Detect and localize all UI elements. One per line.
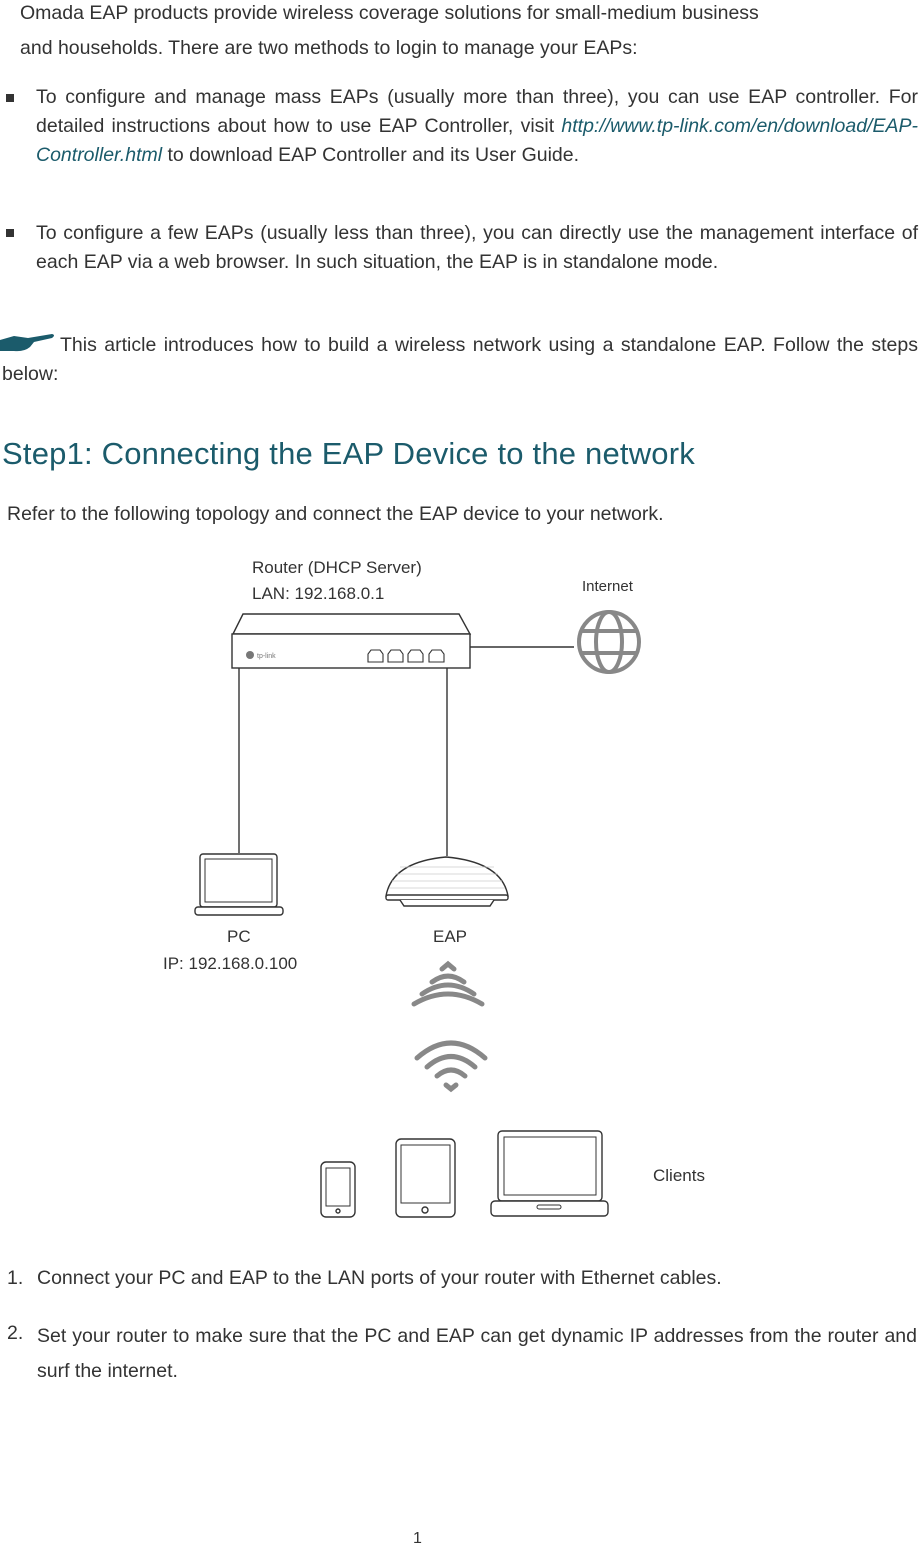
eap-access-point-icon: [385, 856, 509, 907]
eap-controller-link[interactable]: http://www.tp-link.com/en/download/EAP-C…: [36, 115, 918, 166]
step-text: Connect your PC and EAP to the LAN ports…: [37, 1267, 722, 1289]
section-heading: Step1: Connecting the EAP Device to the …: [2, 436, 695, 471]
page-number: 1: [413, 1530, 422, 1547]
bullet-text: To configure and manage mass EAPs (usual…: [36, 86, 918, 137]
step-number: 2.: [7, 1322, 24, 1344]
bullet-marker: [6, 229, 14, 237]
router-device: tp-link: [231, 613, 472, 669]
step-text: Set your router to make sure that the PC…: [37, 1325, 917, 1382]
pc-label: PC: [227, 927, 251, 946]
phone-icon: [320, 1161, 356, 1218]
bullet-text-after: to download EAP Controller and its User …: [162, 144, 580, 166]
pc-ip: IP: 192.168.0.100: [163, 954, 298, 973]
step-number: 1.: [7, 1267, 24, 1289]
network-topology-diagram: tp-link: [194, 610, 641, 1218]
internet-label: Internet: [582, 578, 633, 595]
wifi-signal-icon: [411, 960, 485, 1007]
router-brand: tp-link: [257, 653, 276, 660]
pc-laptop-icon: [194, 853, 284, 916]
tp-link-logo-icon: [246, 651, 254, 659]
eap-label: EAP: [433, 927, 468, 946]
step1-intro: Refer to the following topology and conn…: [7, 503, 664, 525]
router-label: Router (DHCP Server): [252, 558, 422, 577]
bullet-item-standalone: To configure a few EAPs (usually less th…: [36, 222, 918, 273]
bullet-item-eap-controller: To configure and manage mass EAPs (usual…: [36, 83, 918, 170]
pointing-hand-icon: [0, 334, 54, 352]
intro-line-2: and households. There are two methods to…: [20, 37, 638, 59]
intro-line-1: Omada EAP products provide wireless cove…: [20, 2, 759, 24]
wifi-signal-icon: [414, 1040, 488, 1093]
clients-label: Clients: [653, 1166, 705, 1185]
globe-icon: [577, 610, 641, 674]
client-laptop-icon: [490, 1130, 609, 1217]
router-lan-ip: LAN: 192.168.0.1: [252, 584, 385, 603]
note-text: This article introduces how to build a w…: [2, 334, 918, 385]
bullet-marker: [6, 94, 14, 102]
tablet-icon: [395, 1138, 456, 1218]
